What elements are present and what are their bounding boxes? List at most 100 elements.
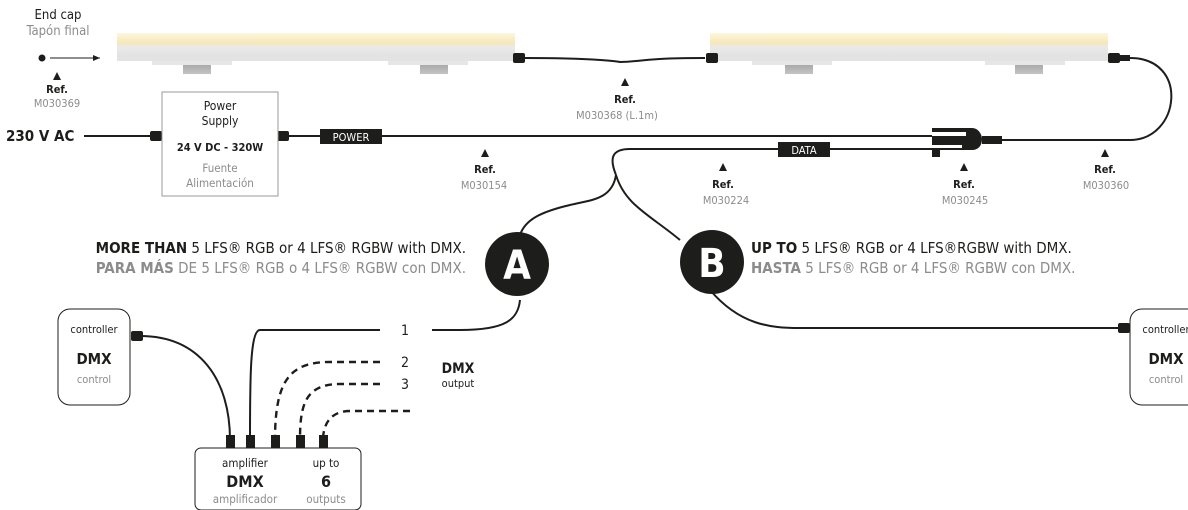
ref-label: Ref.	[712, 178, 734, 191]
pointer-up-icon	[960, 163, 968, 171]
pointer-up-icon	[53, 72, 61, 80]
option-b-badge	[680, 230, 744, 294]
pointer-up-icon	[621, 78, 629, 86]
ref-splitter: Ref. M030245	[942, 163, 988, 207]
end-cap-title: End cap	[35, 8, 82, 23]
amplifier-bottom-left: amplificador	[213, 492, 278, 506]
controller-left: controller DMX control	[57, 308, 131, 406]
output-3-label: 3	[401, 377, 409, 393]
ref-label: Ref.	[614, 93, 636, 106]
splitter-plug	[982, 136, 1002, 144]
pointer-up-icon	[719, 163, 727, 171]
controller-right-bottom: control	[1149, 373, 1183, 386]
ref-feed-cable: Ref. M030360	[1083, 149, 1129, 192]
power-supply-line2: Supply	[202, 114, 239, 128]
connector	[277, 131, 289, 141]
pointer-up-icon	[1101, 149, 1109, 157]
option-a-english: MORE THAN 5 LFS® RGB or 4 LFS® RGBW with…	[96, 239, 466, 257]
amplifier-bottom-right: outputs	[306, 492, 346, 506]
power-tag	[320, 129, 382, 144]
output-3-cable	[298, 382, 380, 441]
ref-code: M030154	[461, 179, 507, 192]
data-cable	[611, 148, 935, 176]
led-bar-left	[117, 33, 515, 74]
data-branch-b	[615, 174, 681, 241]
ref-code: M030224	[703, 194, 749, 207]
link-cable	[522, 57, 706, 64]
option-a-spanish: PARA MÁS DE 5 LFS® RGB o 4 LFS® RGBW con…	[96, 258, 466, 277]
output-2-cable	[273, 360, 380, 441]
controller-right-main: DMX	[1148, 350, 1184, 368]
option-b-badge-letter: B	[698, 241, 725, 287]
connector	[1120, 55, 1130, 61]
data-branch-b-lower	[709, 289, 1118, 329]
ac-label: 230 V AC	[6, 127, 74, 145]
power-supply: Power Supply 24 V DC - 320W Fuente Alime…	[161, 91, 279, 197]
option-b: B UP TO 5 LFS® RGB or 4 LFS®RGBW with DM…	[680, 230, 1075, 294]
option-a-en-bold: MORE THAN	[96, 239, 187, 257]
connector	[1108, 53, 1120, 63]
data-tag-label: DATA	[791, 144, 817, 157]
amplifier-port	[246, 435, 255, 448]
option-b-es-bold: HASTA	[751, 259, 801, 277]
option-b-es-rest: 5 LFS® RGB or 4 LFS® RGBW con DMX.	[801, 259, 1075, 277]
amplifier-port	[296, 435, 305, 448]
output-2-label: 2	[401, 355, 409, 371]
option-b-english: UP TO 5 LFS® RGB or 4 LFS®RGBW with DMX.	[751, 239, 1072, 257]
dmx-output-subtitle: output	[442, 377, 475, 390]
connector	[131, 331, 143, 341]
power-supply-line1: Power	[204, 99, 237, 113]
data-branch-a	[519, 174, 617, 236]
ref-label: Ref.	[953, 178, 975, 191]
data-branch-a-lower	[432, 299, 521, 331]
controller-left-main: DMX	[76, 350, 112, 368]
arrow-right-icon	[93, 55, 100, 61]
controller-right: controller DMX control	[1129, 308, 1188, 406]
option-a-es-rest: DE 5 LFS® RGB o 4 LFS® RGBW con DMX.	[174, 259, 466, 277]
amplifier-main-right: 6	[321, 472, 331, 491]
ref-code: M030360	[1083, 179, 1129, 192]
end-cap-ref-code: M030369	[34, 97, 80, 110]
dmx-amplifier: amplifier DMX amplificador up to 6 outpu…	[194, 447, 362, 510]
feed-cable	[1000, 57, 1173, 141]
option-a-es-bold: PARA MÁS	[96, 258, 174, 277]
option-a-en-rest: 5 LFS® RGB or 4 LFS® RGBW with DMX.	[187, 239, 466, 257]
end-cap-ref-label: Ref.	[46, 83, 68, 96]
option-a: MORE THAN 5 LFS® RGB or 4 LFS® RGBW with…	[96, 232, 549, 296]
amplifier-port	[271, 435, 280, 448]
amplifier-top-left: amplifier	[222, 456, 269, 470]
ref-label: Ref.	[1094, 163, 1116, 176]
controller-left-top: controller	[70, 323, 118, 336]
data-tag	[778, 142, 830, 157]
end-cap-dot	[38, 54, 46, 62]
ref-code: M030245	[942, 194, 988, 207]
option-b-en-rest: 5 LFS® RGB or 4 LFS®RGBW with DMX.	[797, 239, 1072, 257]
amplifier-main-left: DMX	[226, 472, 263, 491]
ref-label: Ref.	[474, 163, 496, 176]
output-1-label: 1	[401, 323, 409, 339]
amplifier-port	[226, 435, 235, 448]
option-b-en-bold: UP TO	[751, 239, 797, 257]
end-cap-subtitle: Tapón final	[25, 24, 89, 39]
connector	[150, 131, 162, 141]
amplifier-top-right: up to	[313, 456, 340, 470]
connector	[1118, 323, 1130, 333]
amplifier-port	[319, 435, 328, 448]
connector	[706, 53, 718, 63]
controller-right-top: controller	[1142, 323, 1188, 336]
led-bar-right	[710, 33, 1108, 74]
controller-left-bottom: control	[77, 373, 111, 386]
connector	[513, 53, 525, 63]
dmx-output-title: DMX	[442, 361, 475, 377]
end-cap-group: End cap Tapón final Ref. M030369	[25, 8, 100, 110]
ref-data-cable: Ref. M030224	[703, 163, 749, 207]
output-1-cable	[249, 329, 380, 441]
ref-code: M030368 (L.1m)	[576, 109, 658, 122]
power-supply-es2: Alimentación	[186, 176, 254, 190]
ref-power-cable: Ref. M030154	[461, 149, 507, 192]
power-supply-es1: Fuente	[202, 161, 237, 175]
option-a-badge	[485, 232, 549, 296]
ref-link-cable: Ref. M030368 (L.1m)	[576, 78, 658, 122]
power-supply-spec: 24 V DC - 320W	[177, 141, 263, 154]
